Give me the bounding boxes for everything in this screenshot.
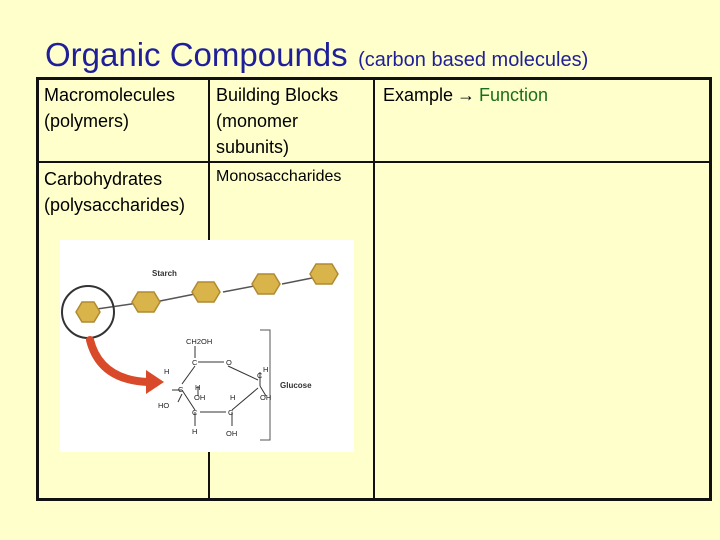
right-arrow-icon: → — [457, 85, 476, 105]
header-col2-line1: Building Blocks — [216, 85, 339, 105]
glucose-hexagon-circled — [75, 301, 101, 323]
atom-c: C — [257, 371, 263, 380]
title-main: Organic Compounds — [45, 36, 348, 73]
header-row-divider — [36, 161, 712, 163]
starch-hexagon — [131, 291, 161, 313]
glucose-bracket — [260, 329, 271, 441]
starch-hexagon — [251, 273, 281, 295]
atom-c: C — [192, 408, 198, 417]
page-title: Organic Compounds (carbon based molecule… — [45, 36, 588, 74]
glucose-ring — [172, 346, 267, 426]
arrow-head-icon — [146, 370, 164, 394]
header-example-function: Example→Function — [383, 82, 548, 108]
starch-hexagon — [191, 281, 221, 303]
header-col1-line2: (polymers) — [44, 111, 130, 131]
carbohydrates-label: Carbohydrates — [44, 169, 163, 189]
header-function: Function — [479, 85, 549, 105]
starch-hexagon — [309, 263, 339, 285]
atom-c: C — [192, 358, 198, 367]
atom-ch2oh: CH2OH — [186, 337, 212, 346]
atom-oh: OH — [226, 429, 237, 438]
monosaccharides-label: Monosaccharides — [216, 168, 342, 185]
atom-h: H — [195, 383, 200, 392]
atom-h: H — [164, 367, 169, 376]
atom-o: O — [226, 358, 232, 367]
atom-oh: OH — [194, 393, 205, 402]
title-subtitle: (carbon based molecules) — [358, 49, 589, 71]
header-macromolecules: Macromolecules (polymers) — [44, 82, 175, 134]
header-col2-line3: subunits) — [216, 137, 290, 157]
header-col2-line2: (monomer — [216, 111, 299, 131]
glucose-label: Glucose — [280, 381, 312, 390]
starch-glucose-figure: Starch Glucose CH2OH C O C H — [61, 263, 339, 441]
atom-oh: OH — [260, 393, 271, 402]
atom-ho: HO — [158, 401, 169, 410]
starch-glucose-diagram: Starch Glucose CH2OH C O C H — [60, 240, 354, 452]
atom-h: H — [263, 365, 268, 374]
atom-h: H — [230, 393, 235, 402]
header-example: Example — [383, 85, 454, 105]
header-col1-line1: Macromolecules — [44, 85, 176, 105]
atom-c: C — [178, 385, 184, 394]
starch-label: Starch — [152, 269, 177, 278]
header-building-blocks: Building Blocks (monomer subunits) — [216, 82, 338, 160]
atom-c: C — [228, 408, 234, 417]
conversion-arrow — [86, 336, 152, 386]
row-carbohydrates: Carbohydrates (polysaccharides) — [44, 166, 185, 218]
column-divider-2 — [373, 77, 375, 501]
polysaccharides-label: (polysaccharides) — [44, 195, 186, 215]
atom-h: H — [192, 427, 197, 436]
